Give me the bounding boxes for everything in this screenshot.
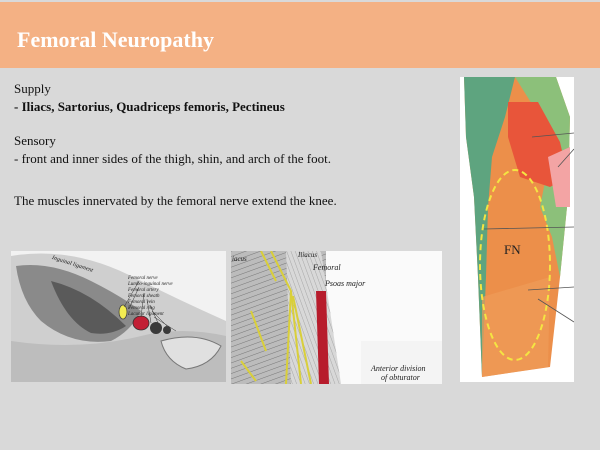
- knee-note: The muscles innervated by the femoral ne…: [14, 193, 337, 208]
- slide-title: Femoral Neuropathy: [17, 27, 214, 52]
- label-femoral-artery: Femoral artery: [128, 288, 159, 293]
- label-femoral-ring: Femoral ring: [128, 306, 155, 311]
- thigh-nerve-illustration: Iliacus iacus Femoral Psoas major Anteri…: [231, 251, 442, 384]
- iacus-label: iacus: [232, 255, 247, 263]
- label-lumbo-inguinal: Lumbo-inguinal nerve: [128, 282, 173, 287]
- fn-label: FN: [504, 242, 521, 257]
- psoas-label: Psoas major: [325, 279, 366, 288]
- sensory-heading: Sensory: [14, 133, 56, 148]
- femoral-label: Femoral: [313, 263, 341, 272]
- obturator-label: of obturator: [381, 373, 420, 382]
- supply-heading: Supply: [14, 81, 51, 96]
- sensory-text: - front and inner sides of the thigh, sh…: [14, 151, 331, 166]
- anterior-division-label: Anterior division: [371, 364, 426, 373]
- label-femoral-vein: Femoral vein: [128, 300, 155, 305]
- title-bar: [0, 2, 600, 68]
- iliacus-label: Iliacus: [298, 251, 318, 259]
- figure-left-labels: Femoral nerve Lumbo-inguinal nerve Femor…: [128, 276, 173, 318]
- label-lacunar-ligament: Lacunar ligament: [128, 312, 164, 317]
- label-femoral-sheath: Femoral sheath: [128, 294, 160, 299]
- leg-sensory-map: FN: [460, 77, 574, 382]
- label-femoral-nerve: Femoral nerve: [128, 276, 158, 281]
- supply-text: - Iliacs, Sartorius, Quadriceps femoris,…: [14, 99, 285, 114]
- inguinal-illustration: Inguinal ligament Femoral nerve Lumbo-in…: [11, 251, 226, 382]
